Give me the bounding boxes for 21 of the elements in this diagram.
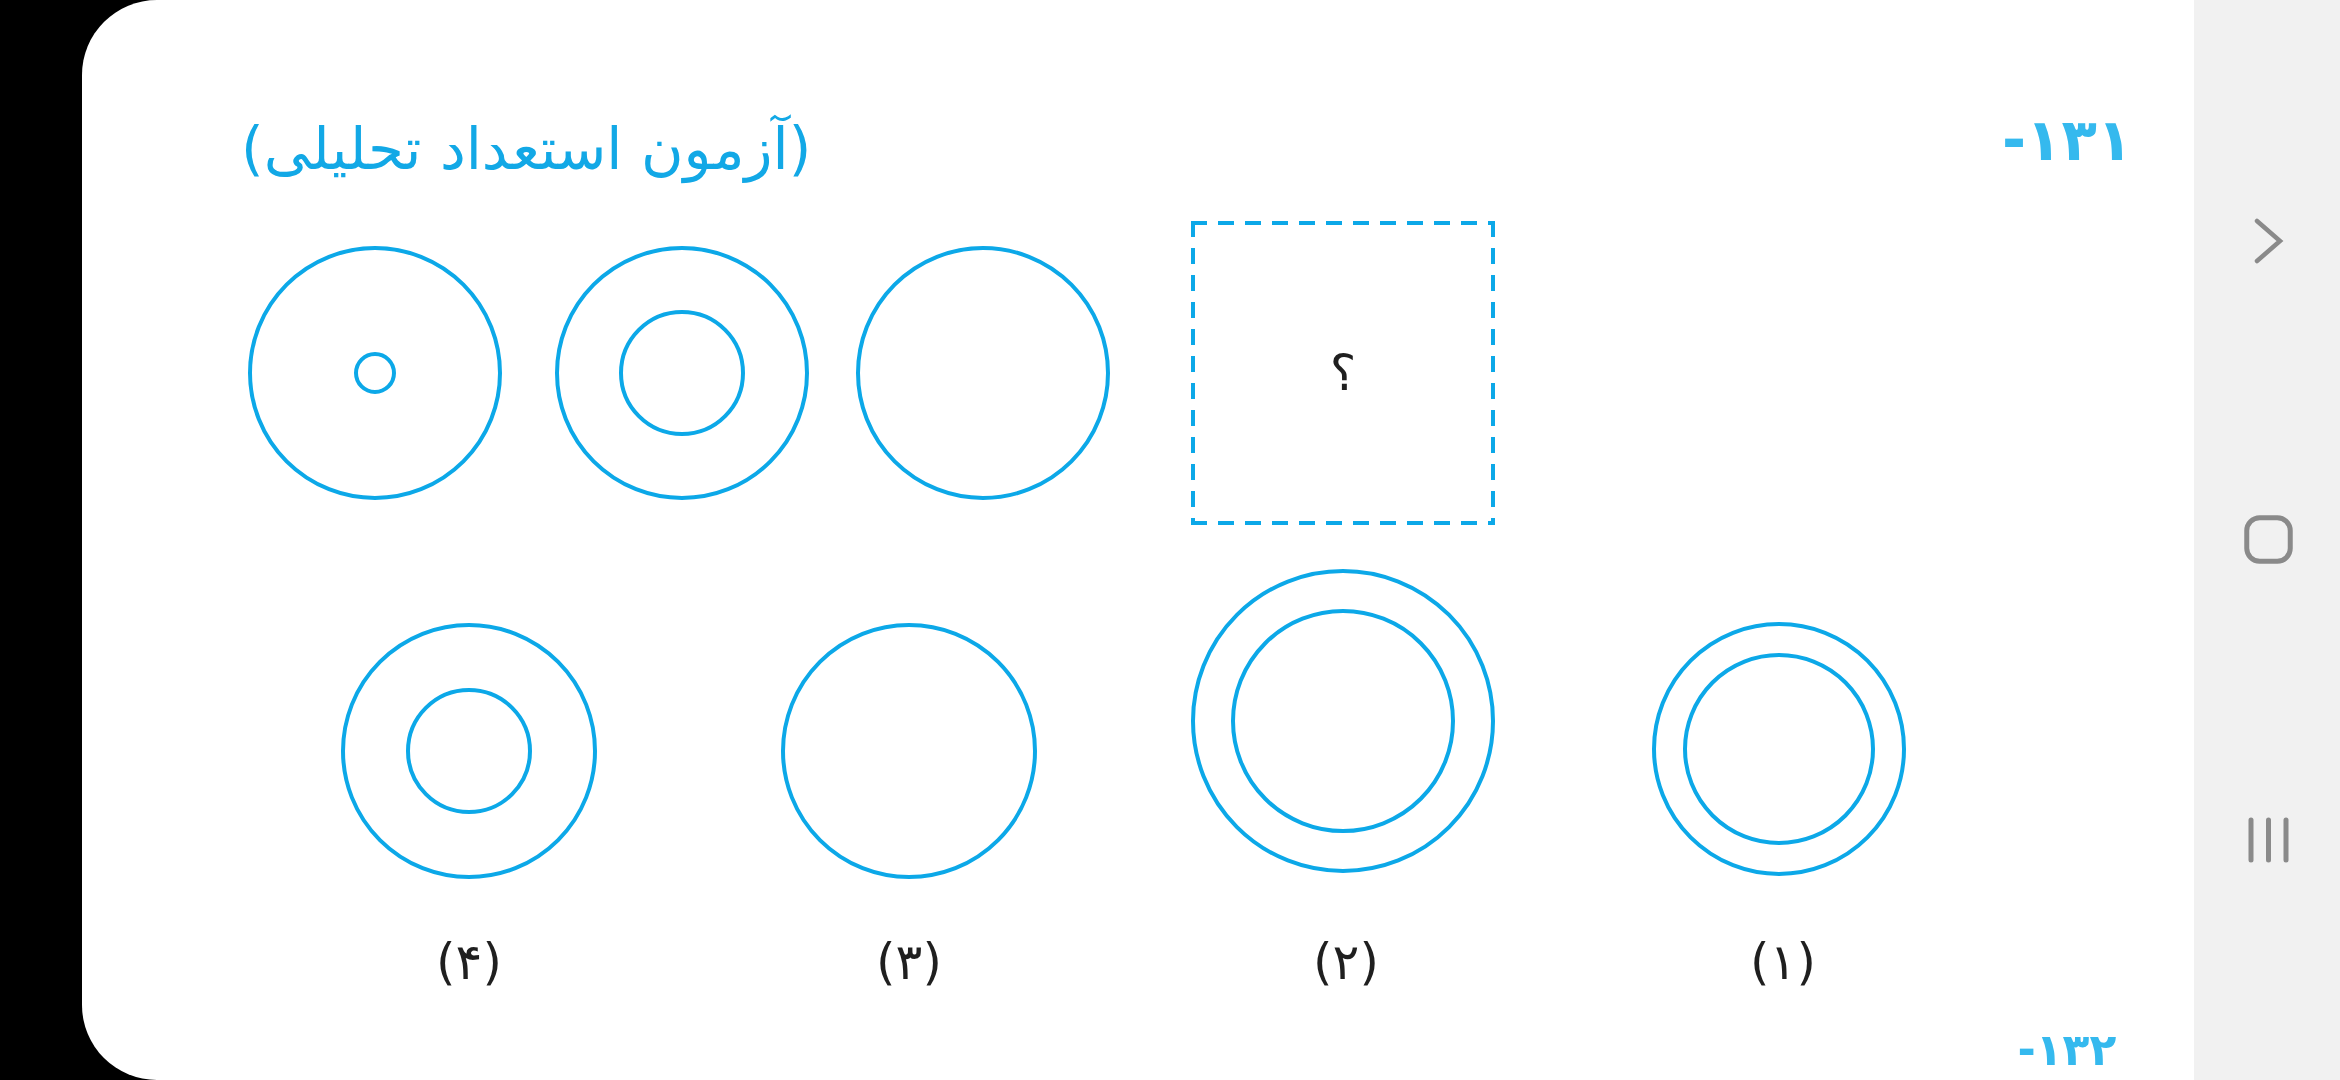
question-mark: ؟ [1329,343,1357,403]
inner-circle [1682,652,1875,845]
outer-circle [341,623,597,879]
outer-circle [1652,622,1906,876]
inner-circle [405,687,532,814]
option-label: (۲) [1313,932,1379,992]
question-number: ۱۳۲- [2017,1028,2117,1072]
outer-circle [555,246,809,500]
option-label: (۱) [1750,932,1816,992]
outer-circle [248,246,502,500]
option-label: (۴) [436,932,502,992]
inner-circle [353,351,396,394]
inner-circle [1230,608,1455,833]
title: (آزمون استعداد تحلیلی) [241,115,812,185]
inner-circle [618,309,745,436]
outer-circle [1191,569,1495,873]
question-number: ۱۳۱- [2002,111,2133,169]
circle [781,623,1037,879]
circle [856,246,1110,500]
option-label: (۳) [876,932,942,992]
dashed-frame [1191,221,1495,525]
